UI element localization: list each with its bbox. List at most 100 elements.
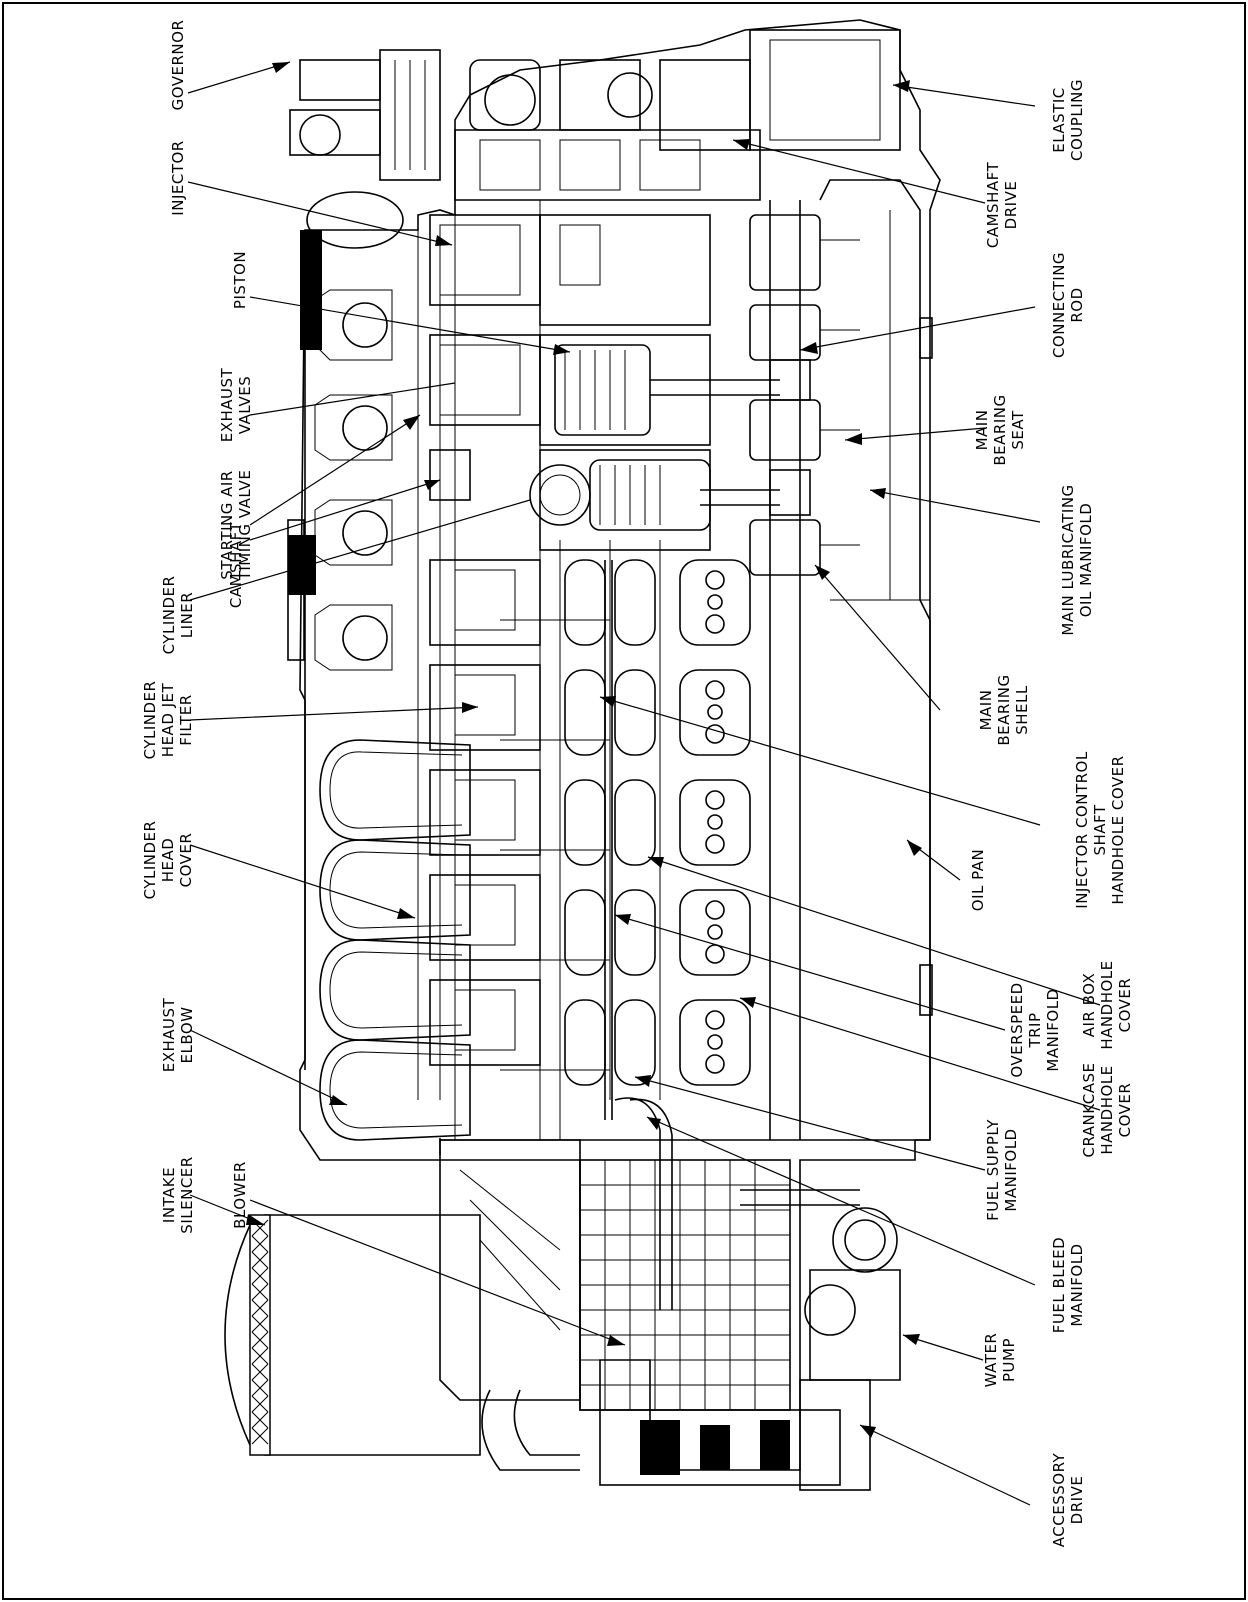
- label-accessory-drive-line-1: ACCESSORY: [1050, 1452, 1068, 1547]
- leader-camshaft: [249, 479, 441, 541]
- label-fuel-supply-manifold-line-1: FUEL SUPPLY: [984, 1119, 1002, 1221]
- leader-fuel-supply-manifold: [634, 1076, 986, 1171]
- label-overspeed-trip-manifold-line-2: TRIP: [1026, 1012, 1044, 1048]
- label-blower-line-1: BLOWER: [231, 1161, 249, 1229]
- blower-area: [439, 1159, 901, 1491]
- label-injector-line-1: INJECTOR: [169, 140, 187, 215]
- arrow-overspeed: [615, 914, 631, 925]
- label-camshaft-drive-line-2: DRIVE: [1002, 181, 1020, 230]
- label-overspeed-trip-manifold-line-3: MANIFOLD: [1044, 988, 1062, 1071]
- label-camshaft: CAMSHAFT: [227, 522, 245, 609]
- label-main-lubricating-oil-manifold-line-2: OIL MANIFOLD: [1077, 503, 1095, 618]
- label-starting-air-timing-valve-line-2: TIMING VALVE: [236, 470, 254, 582]
- label-intake-silencer-line-2: SILENCER: [178, 1156, 196, 1233]
- label-main-bearing-shell-line-2: BEARING: [995, 674, 1013, 745]
- arrow-fuel-bleed: [647, 1117, 661, 1130]
- arrow-blower: [607, 1335, 625, 1346]
- label-cylinder-liner-line-1: CYLINDER: [160, 576, 178, 655]
- label-cylinder-head-cover-line-3: COVER: [177, 833, 195, 888]
- label-cylinder-liner-line-2: LINER: [178, 592, 196, 638]
- label-fuel-supply-manifold-line-2: MANIFOLD: [1002, 1128, 1020, 1211]
- label-oil-pan-line-1: OIL PAN: [969, 849, 987, 911]
- label-cylinder-head-cover-line-2: HEAD: [159, 838, 177, 883]
- label-air-box-handhole-cover-line-3: COVER: [1116, 978, 1134, 1033]
- arrow-water-pump: [903, 1334, 920, 1345]
- label-governor-line-1: GOVERNOR: [169, 20, 187, 111]
- arrow-elastic-coupling: [893, 80, 910, 92]
- arrow-oil-pan: [907, 840, 922, 856]
- arrow-bearing-shell: [815, 565, 830, 580]
- label-elastic-coupling-line-2: COUPLING: [1068, 79, 1086, 161]
- leader-main-bearing-shell: [814, 564, 941, 711]
- label-injector: INJECTOR: [169, 140, 187, 215]
- label-exhaust-elbow-line-2: ELBOW: [178, 1007, 196, 1064]
- label-water-pump-line-2: PUMP: [1000, 1338, 1018, 1382]
- label-fuel-bleed-manifold-line-1: FUEL BLEED: [1050, 1237, 1068, 1333]
- manifolds: [500, 560, 673, 1310]
- label-main-bearing-seat-line-1: MAIN: [973, 410, 991, 451]
- label-air-box-handhole-cover-line-2: HANDHOLE: [1098, 960, 1116, 1049]
- leader-starting-air-timing-valve: [249, 414, 421, 526]
- arrow-lube-manifold: [870, 488, 886, 499]
- leader-connecting-rod: [799, 306, 1036, 351]
- label-starting-air-timing-valve-line-1: STARTING AIR: [218, 470, 236, 579]
- leader-main-lubricating-oil-manifold: [869, 489, 1041, 523]
- arrow-piston: [553, 344, 570, 355]
- engine-drawing: [224, 19, 941, 1491]
- leader-piston: [249, 296, 571, 353]
- label-cylinder-head-jet-filter-line-2: HEAD JET: [159, 682, 177, 757]
- leader-exhaust-elbow: [189, 1029, 348, 1106]
- label-injector-control-shaft-handhole-cover-line-1: INJECTOR CONTROL: [1073, 751, 1091, 909]
- label-main-lubricating-oil-manifold-line-1: MAIN LUBRICATING: [1059, 484, 1077, 635]
- label-cylinder-head-cover-line-1: CYLINDER: [141, 821, 159, 900]
- label-exhaust-valves-line-2: VALVES: [236, 376, 254, 435]
- arrow-bearing-seat: [845, 433, 862, 445]
- leader-camshaft-drive: [732, 139, 986, 204]
- leader-accessory-drive: [859, 1424, 1031, 1506]
- cylinder-heads: [429, 214, 541, 1066]
- leader-exhaust-valves: [249, 382, 456, 416]
- leader-cylinder-head-cover: [189, 844, 416, 919]
- label-oil-pan: OIL PAN: [969, 849, 987, 911]
- label-air-box-handhole-cover-line-1: AIR BOX: [1080, 973, 1098, 1038]
- cylinder-section: [529, 214, 860, 576]
- leader-cylinder-liner: [189, 499, 531, 601]
- arrow-jet-filter: [462, 702, 478, 713]
- label-fuel-bleed-manifold-line-2: MANIFOLD: [1068, 1243, 1086, 1326]
- arrow-connecting-rod: [800, 342, 818, 354]
- leader-blower: [249, 1199, 626, 1346]
- arrow-starting-air: [403, 415, 420, 430]
- intake-silencer-drawing: [224, 1214, 481, 1456]
- label-main-bearing-seat-line-2: BEARING: [991, 394, 1009, 465]
- label-main-bearing-shell-line-1: MAIN: [977, 690, 995, 731]
- arrow-head-cover: [397, 908, 415, 919]
- arrow-air-box: [648, 857, 664, 868]
- label-crankcase-handhole-cover-line-1: CRANKCASE: [1080, 1062, 1098, 1157]
- arrow-intake-silencer: [246, 1214, 265, 1225]
- leader-governor: [187, 61, 291, 94]
- label-injector-control-shaft-handhole-cover-line-2: SHAFT: [1091, 804, 1109, 855]
- label-crankcase-handhole-cover-line-3: COVER: [1116, 1083, 1134, 1138]
- leader-overspeed-trip-manifold: [614, 914, 1006, 1031]
- arrowheads: [246, 62, 922, 1438]
- arrow-fuel-supply: [635, 1075, 651, 1087]
- leader-lines: [187, 61, 1101, 1506]
- leader-main-bearing-seat: [844, 427, 986, 441]
- leader-injector-control-shaft-handhole-cover: [599, 696, 1041, 826]
